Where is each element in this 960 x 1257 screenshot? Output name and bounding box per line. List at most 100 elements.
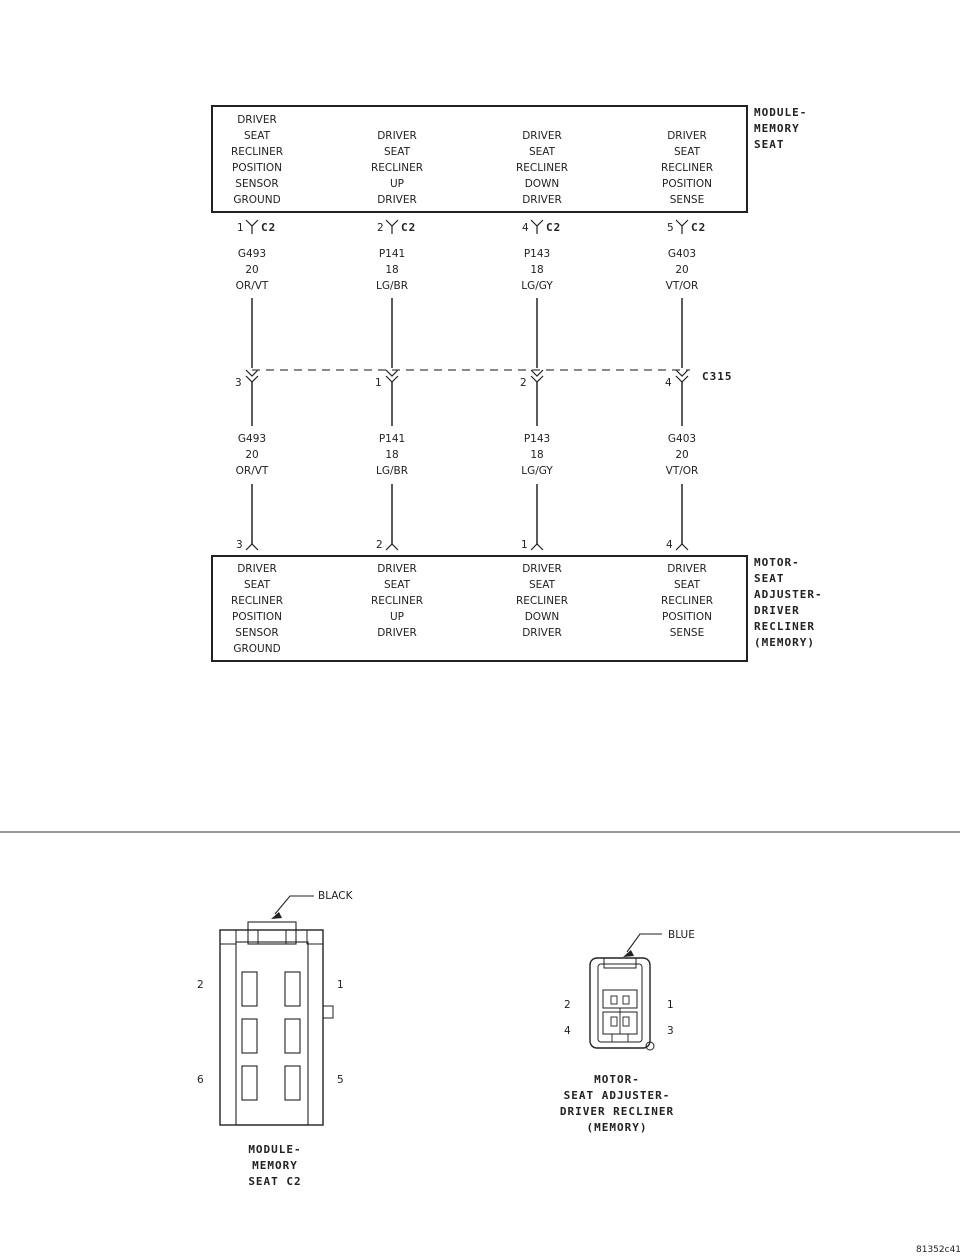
circuit-p143-upper-label-1: P143 bbox=[524, 248, 550, 260]
motor-label-col4-line5: SENSE bbox=[670, 627, 704, 639]
circuit-g493-inline-connector-symbol bbox=[245, 369, 259, 383]
motor-label-col1-line6: GROUND bbox=[233, 643, 280, 655]
motor-pin-4: 4 bbox=[564, 1025, 571, 1037]
motor-caption-line1: MOTOR- bbox=[594, 1073, 640, 1086]
motor-title-line3: ADJUSTER- bbox=[754, 588, 823, 601]
circuit-g403-lower-label-1: G403 bbox=[668, 433, 696, 445]
circuit-p141-module-connector-id: C2 bbox=[401, 221, 416, 234]
module-label-col4-line2: SEAT bbox=[674, 146, 701, 158]
motor-seat-adjuster-box bbox=[211, 555, 748, 662]
circuit-g403-motor-pin: 4 bbox=[666, 539, 673, 551]
figure-code: 81352c41 bbox=[916, 1245, 960, 1255]
circuit-p141-motor-connector-symbol bbox=[385, 543, 399, 551]
circuit-p141-lower-label-3: LG/BR bbox=[376, 465, 408, 477]
circuit-p143-module-pin: 4 bbox=[522, 222, 529, 234]
motor-title-line4: DRIVER bbox=[754, 604, 800, 617]
circuit-g403-motor-connector-symbol bbox=[675, 543, 689, 551]
circuit-g493-motor-connector-symbol bbox=[245, 543, 259, 551]
module-title-line1: MODULE- bbox=[754, 106, 807, 119]
circuit-g403-lower-label-3: VT/OR bbox=[666, 465, 699, 477]
circuit-g493-motor-pin: 3 bbox=[236, 539, 243, 551]
circuit-g493-module-pin: 1 bbox=[237, 222, 244, 234]
motor-connector-view bbox=[589, 933, 662, 1051]
circuit-p143-motor-pin: 1 bbox=[521, 539, 528, 551]
circuit-g493-upper-label-1: G493 bbox=[238, 248, 266, 260]
circuit-p143-inline-connector-symbol bbox=[530, 369, 544, 383]
inline-connector-label: C315 bbox=[702, 370, 733, 383]
circuit-p141-upper-label-1: P141 bbox=[379, 248, 405, 260]
circuit-g403-lower-label-2: 20 bbox=[675, 449, 688, 461]
motor-title-line6: (MEMORY) bbox=[754, 636, 815, 649]
motor-label-col1-line4: POSITION bbox=[232, 611, 282, 623]
circuit-p141-upper-label-2: 18 bbox=[385, 264, 398, 276]
module-memory-seat-box bbox=[211, 105, 748, 213]
circuit-p143-lower-label-3: LG/GY bbox=[521, 465, 553, 477]
motor-label-col1-line1: DRIVER bbox=[237, 563, 277, 575]
module-c2-pin-2: 2 bbox=[197, 979, 204, 991]
module-c2-connector-view bbox=[219, 895, 334, 1126]
circuit-g493-lower-label-3: OR/VT bbox=[236, 465, 269, 477]
circuit-p141-module-connector-symbol bbox=[385, 219, 399, 234]
module-label-col3-line5: DRIVER bbox=[522, 194, 562, 206]
circuit-p141-motor-pin: 2 bbox=[376, 539, 383, 551]
module-label-col4-line3: RECLINER bbox=[661, 162, 713, 174]
circuit-p143-module-connector-id: C2 bbox=[546, 221, 561, 234]
module-title-line2: MEMORY bbox=[754, 122, 800, 135]
module-label-col1-line4: POSITION bbox=[232, 162, 282, 174]
circuit-g493-upper-label-2: 20 bbox=[245, 264, 258, 276]
module-c2-caption-line2: MEMORY bbox=[252, 1159, 298, 1172]
motor-label-col1-line5: SENSOR bbox=[235, 627, 278, 639]
module-label-col4-line5: SENSE bbox=[670, 194, 704, 206]
module-c2-pin-1: 1 bbox=[337, 979, 344, 991]
motor-title-line2: SEAT bbox=[754, 572, 785, 585]
module-c2-color-label: BLACK bbox=[318, 890, 354, 902]
circuit-g493-inline-pin: 3 bbox=[235, 377, 242, 389]
circuit-p141-lower-label-1: P141 bbox=[379, 433, 405, 445]
motor-label-col2-line3: RECLINER bbox=[371, 595, 423, 607]
module-c2-caption-line1: MODULE- bbox=[248, 1143, 301, 1156]
module-terminal-labels: DRIVER SEAT RECLINER POSITION SENSOR GROUND DR… bbox=[231, 114, 713, 206]
circuit-g403-upper-label-1: G403 bbox=[668, 248, 696, 260]
motor-label-col2-line2: SEAT bbox=[384, 579, 411, 591]
motor-label-col1-line3: RECLINER bbox=[231, 595, 283, 607]
module-label-col1-line3: RECLINER bbox=[231, 146, 283, 158]
module-label-col4-line4: POSITION bbox=[662, 178, 712, 190]
circuit-g403-module-connector-symbol bbox=[675, 219, 689, 234]
circuit-p143-upper-label-2: 18 bbox=[530, 264, 543, 276]
module-label-col1-line6: GROUND bbox=[233, 194, 280, 206]
circuit-p141-inline-pin: 1 bbox=[375, 377, 382, 389]
module-label-col3-line1: DRIVER bbox=[522, 130, 562, 142]
circuit-g493-lower-label-1: G493 bbox=[238, 433, 266, 445]
motor-label-col4-line2: SEAT bbox=[674, 579, 701, 591]
circuit-p141-lower-label-2: 18 bbox=[385, 449, 398, 461]
motor-label-col3-line2: SEAT bbox=[529, 579, 556, 591]
circuit-g403-module-pin: 5 bbox=[667, 222, 674, 234]
motor-caption-line2: SEAT ADJUSTER- bbox=[564, 1089, 671, 1102]
motor-title: MOTOR-SEATADJUSTER-DRIVERRECLINER(MEMORY… bbox=[754, 556, 823, 649]
motor-label-col3-line5: DRIVER bbox=[522, 627, 562, 639]
motor-title-line5: RECLINER bbox=[754, 620, 815, 633]
circuit-p143-lower-label-1: P143 bbox=[524, 433, 550, 445]
module-label-col2-line5: DRIVER bbox=[377, 194, 417, 206]
circuit-p141-module-pin: 2 bbox=[377, 222, 384, 234]
module-label-col3-line2: SEAT bbox=[529, 146, 556, 158]
circuit-p143-upper-label-3: LG/GY bbox=[521, 280, 553, 292]
circuit-p143-module-connector-symbol bbox=[530, 219, 544, 234]
module-label-col2-line3: RECLINER bbox=[371, 162, 423, 174]
module-label-col2-line2: SEAT bbox=[384, 146, 411, 158]
circuit-g493-module-connector-symbol bbox=[245, 219, 259, 234]
motor-label-col4-line3: RECLINER bbox=[661, 595, 713, 607]
circuit-p143-motor-connector-symbol bbox=[530, 543, 544, 551]
module-label-col2-line1: DRIVER bbox=[377, 130, 417, 142]
motor-caption-line3: DRIVER RECLINER bbox=[560, 1105, 674, 1118]
circuit-p143-lower-label-2: 18 bbox=[530, 449, 543, 461]
motor-label-col1-line2: SEAT bbox=[244, 579, 271, 591]
module-label-col1-line5: SENSOR bbox=[235, 178, 278, 190]
motor-label-col4-line4: POSITION bbox=[662, 611, 712, 623]
circuit-g403-upper-label-3: VT/OR bbox=[666, 280, 699, 292]
module-c2-pin-6: 6 bbox=[197, 1074, 204, 1086]
motor-caption-line4: (MEMORY) bbox=[587, 1121, 648, 1134]
